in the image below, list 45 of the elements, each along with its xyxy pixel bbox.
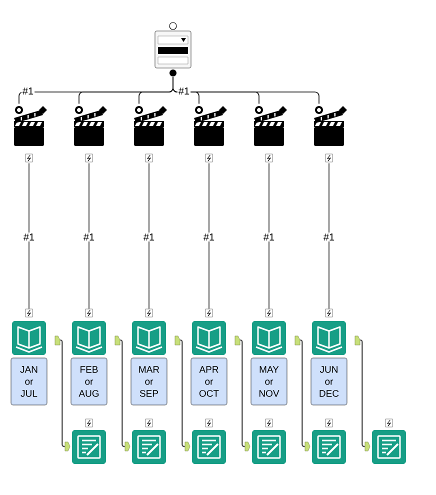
notepad-icon bbox=[304, 418, 346, 464]
book-icon bbox=[192, 308, 240, 355]
edge-label: #1 bbox=[322, 232, 336, 242]
book-icon bbox=[252, 308, 300, 355]
edge-label: #1 bbox=[22, 232, 36, 242]
connector-line bbox=[300, 339, 305, 448]
clapperboard-icon bbox=[134, 106, 167, 162]
clapperboard-icon bbox=[254, 106, 287, 162]
month-label: APR or OCT bbox=[190, 358, 228, 406]
edge-label: #1 bbox=[202, 232, 216, 242]
edge-label: #1 bbox=[262, 232, 276, 242]
dropdown-icon bbox=[154, 22, 192, 76]
month-label: MAY or NOV bbox=[250, 358, 288, 406]
connector-line bbox=[268, 162, 270, 310]
connector-line bbox=[60, 339, 65, 448]
notepad-icon bbox=[364, 418, 406, 464]
book-icon bbox=[12, 308, 60, 355]
connector-line bbox=[208, 162, 210, 310]
connector-line bbox=[28, 162, 30, 310]
clapperboard-icon bbox=[14, 106, 47, 162]
connector-line bbox=[240, 339, 245, 448]
edge-label: #1 bbox=[21, 86, 35, 96]
connector-line bbox=[180, 339, 185, 448]
book-icon bbox=[312, 308, 360, 355]
edge-label: #1 bbox=[82, 232, 96, 242]
book-icon bbox=[72, 308, 120, 355]
month-label: JAN or JUL bbox=[10, 358, 48, 406]
notepad-icon bbox=[124, 418, 166, 464]
connector-line bbox=[328, 162, 330, 310]
clapperboard-icon bbox=[74, 106, 107, 162]
edge-label: #1 bbox=[142, 232, 156, 242]
edge-label: #1 bbox=[177, 86, 191, 96]
notepad-icon bbox=[244, 418, 286, 464]
connector-line bbox=[88, 162, 90, 310]
notepad-icon bbox=[64, 418, 106, 464]
connector-line bbox=[120, 339, 125, 448]
clapperboard-icon bbox=[194, 106, 227, 162]
connector-line bbox=[360, 339, 365, 448]
notepad-icon bbox=[184, 418, 226, 464]
clapperboard-icon bbox=[314, 106, 347, 162]
month-label: FEB or AUG bbox=[70, 358, 108, 406]
month-label: MAR or SEP bbox=[130, 358, 168, 406]
book-icon bbox=[132, 308, 180, 355]
month-label: JUN or DEC bbox=[310, 358, 348, 406]
connector-line bbox=[148, 162, 150, 310]
